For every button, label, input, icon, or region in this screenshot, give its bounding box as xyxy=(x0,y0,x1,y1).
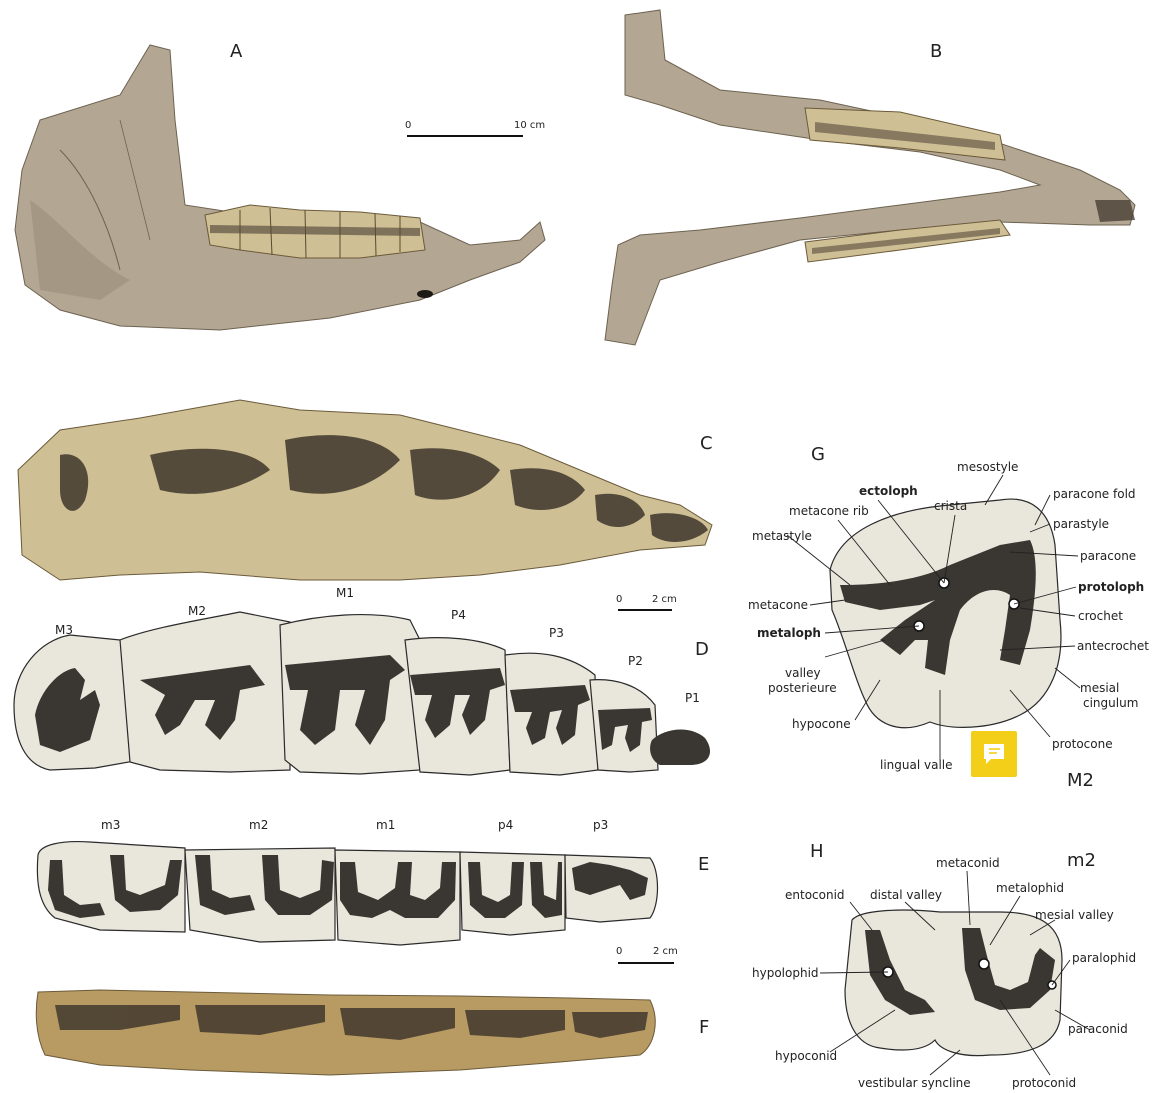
g-label-lingual-valley: lingual valle xyxy=(880,758,953,772)
panel-a-mandible-photo xyxy=(15,45,545,330)
g-label-protocone: protocone xyxy=(1052,737,1113,751)
tooth-label-P1: P1 xyxy=(685,691,700,705)
scale-bar-a: 0 10 cm xyxy=(405,120,545,136)
comment-icon xyxy=(981,741,1007,767)
g-label-antecrochet: antecrochet xyxy=(1077,639,1149,653)
g-label-mesial-cingulum-2: cingulum xyxy=(1083,696,1138,710)
g-label-hypocone: hypocone xyxy=(792,717,851,731)
g-label-protoloph: protoloph xyxy=(1078,580,1144,594)
panel-label-c: C xyxy=(700,433,713,454)
panel-b-mandible-photo xyxy=(605,10,1135,345)
h-label-hypolophid: hypolophid xyxy=(752,966,819,980)
scale-a-end: 10 cm xyxy=(514,120,545,131)
panel-e-lower-teeth-drawing xyxy=(37,842,657,945)
g-label-crista: crista xyxy=(934,499,967,513)
panel-d-upper-teeth-drawing xyxy=(14,612,710,775)
tooth-label-M2: M2 xyxy=(188,604,206,618)
h-label-paralophid: paralophid xyxy=(1072,951,1136,965)
scale-cd-end: 2 cm xyxy=(652,594,677,605)
g-label-paracone: paracone xyxy=(1080,549,1136,563)
g-label-valley-posterieure-2: posterieure xyxy=(768,681,837,695)
g-tooth-label: M2 xyxy=(1067,770,1094,791)
h-label-metalophid: metalophid xyxy=(996,881,1064,895)
panel-label-b: B xyxy=(930,41,942,62)
panel-label-a: A xyxy=(230,41,243,62)
scale-ef-end: 2 cm xyxy=(653,946,678,957)
tooth-label-p3: p3 xyxy=(593,818,608,832)
g-label-ectoloph: ectoloph xyxy=(859,484,918,498)
g-label-mesostyle: mesostyle xyxy=(957,460,1018,474)
scale-bar-cd: 0 2 cm xyxy=(616,594,677,610)
panel-label-f: F xyxy=(699,1017,709,1038)
h-label-paraconid: paraconid xyxy=(1068,1022,1128,1036)
scale-cd-start: 0 xyxy=(616,594,622,605)
g-label-metacone-rib: metacone rib xyxy=(789,504,869,518)
tooth-label-m2: m2 xyxy=(249,818,268,832)
h-label-hypoconid: hypoconid xyxy=(775,1049,837,1063)
scale-ef-start: 0 xyxy=(616,946,622,957)
tooth-label-p4: p4 xyxy=(498,818,513,832)
tooth-label-P2: P2 xyxy=(628,654,643,668)
comment-button[interactable] xyxy=(971,731,1017,777)
h-label-metaconid: metaconid xyxy=(936,856,1000,870)
h-label-vestibular-syncline: vestibular syncline xyxy=(858,1076,971,1090)
tooth-label-m1: m1 xyxy=(376,818,395,832)
panel-label-g: G xyxy=(811,444,825,465)
panel-label-e: E xyxy=(698,854,709,875)
g-label-crochet: crochet xyxy=(1078,609,1123,623)
panel-label-h: H xyxy=(810,841,824,862)
tooth-label-P4: P4 xyxy=(451,608,466,622)
panel-c-upper-teeth-photo xyxy=(18,400,712,580)
h-label-mesial-valley: mesial valley xyxy=(1035,908,1114,922)
tooth-label-M1: M1 xyxy=(336,586,354,600)
scale-a-start: 0 xyxy=(405,120,411,131)
tooth-label-M3: M3 xyxy=(55,623,73,637)
tooth-label-P3: P3 xyxy=(549,626,564,640)
panel-label-d: D xyxy=(695,639,709,660)
panel-f-lower-teeth-photo xyxy=(36,990,655,1075)
g-label-valley-posterieure-1: valley xyxy=(785,666,821,680)
h-tooth-label: m2 xyxy=(1067,850,1096,871)
g-label-metastyle: metastyle xyxy=(752,529,812,543)
g-label-metaloph: metaloph xyxy=(757,626,821,640)
g-label-parastyle: parastyle xyxy=(1053,517,1109,531)
tooth-label-m3: m3 xyxy=(101,818,120,832)
g-label-metacone: metacone xyxy=(748,598,808,612)
h-label-protoconid: protoconid xyxy=(1012,1076,1076,1090)
panel-h-m2-diagram xyxy=(820,871,1090,1075)
g-label-paracone-fold: paracone fold xyxy=(1053,487,1136,501)
h-label-entoconid: entoconid xyxy=(785,888,845,902)
scale-bar-ef: 0 2 cm xyxy=(616,946,678,963)
h-label-distal-valley: distal valley xyxy=(870,888,942,902)
g-label-mesial-cingulum-1: mesial xyxy=(1080,681,1119,695)
